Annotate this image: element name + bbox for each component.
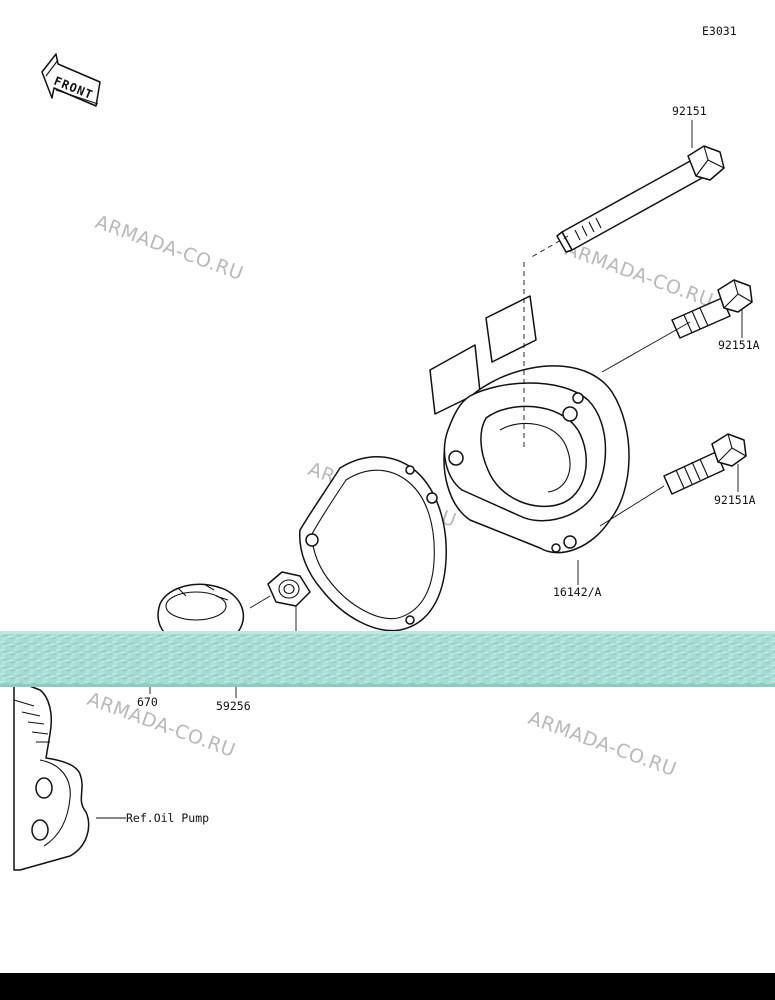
pump-housing-16142 — [429, 295, 630, 554]
front-arrow-icon: FRONT — [41, 53, 101, 107]
bolt-long-92151 — [556, 145, 725, 253]
bolt-short-92151a-upper — [671, 279, 753, 339]
label-92151a-upper: 92151A — [718, 338, 760, 352]
impeller-670 — [157, 583, 245, 637]
label-670: 670 — [137, 695, 158, 709]
gasket — [299, 456, 447, 632]
overlay-band — [0, 631, 775, 687]
watermark-2: ARMADA-CO.RU — [562, 238, 716, 312]
label-59256: 59256 — [216, 699, 251, 713]
bolt-short-92151a-lower — [663, 433, 747, 495]
bottom-bar — [0, 973, 775, 1000]
label-16142a: 16142/A — [553, 585, 602, 599]
label-92151: 92151 — [672, 104, 707, 118]
oil-pump-reference — [13, 679, 90, 871]
watermark-4: ARMADA-CO.RU — [525, 707, 679, 781]
diagram-code: E3031 — [702, 24, 737, 38]
label-92151a-lower: 92151A — [714, 493, 756, 507]
watermark-1: ARMADA-CO.RU — [92, 211, 246, 285]
reference-label: Ref.Oil Pump — [126, 811, 209, 825]
nut-59256 — [267, 571, 311, 607]
